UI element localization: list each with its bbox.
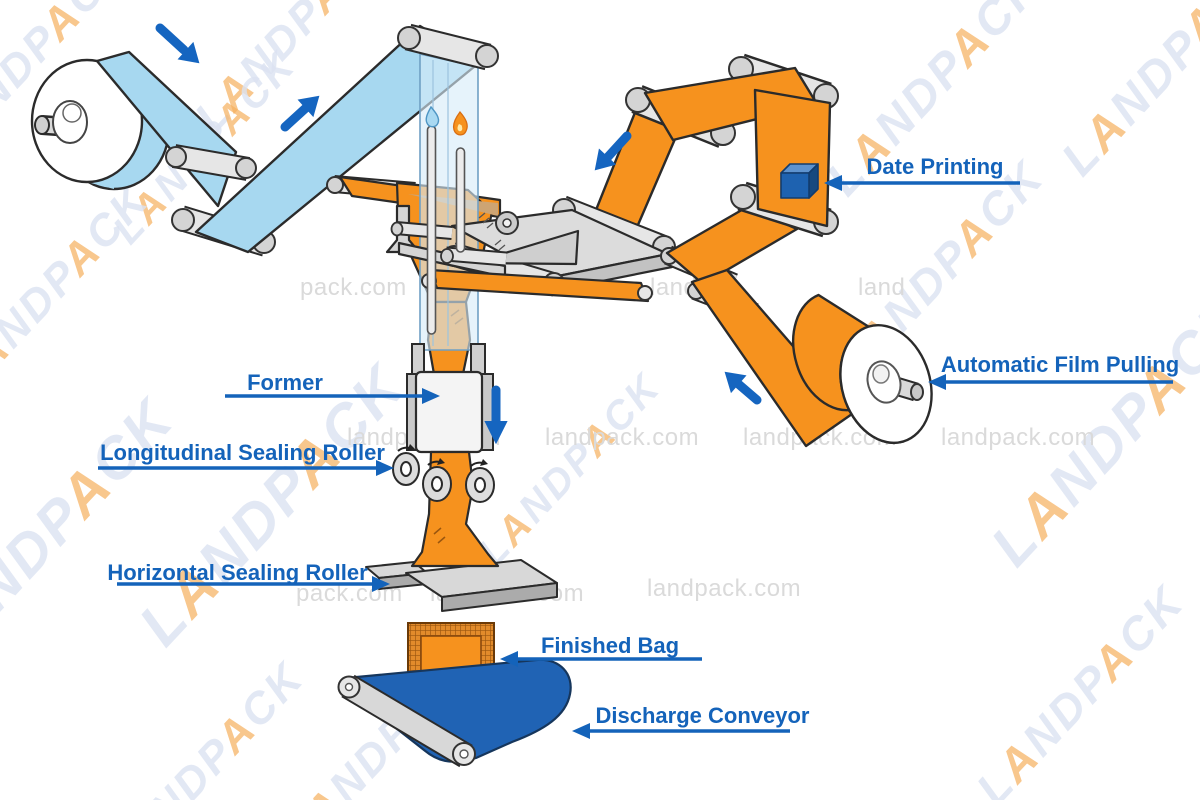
label-automatic-film-pulling: Automatic Film Pulling xyxy=(940,352,1180,377)
flame-icon xyxy=(453,110,468,136)
watermark-url: land xyxy=(858,274,906,301)
date-printer-cube xyxy=(780,163,819,199)
label-former: Former xyxy=(247,370,323,395)
former-collar xyxy=(406,343,494,454)
watermark-url: landpack.com xyxy=(545,424,700,451)
label-discharge-conveyor: Discharge Conveyor xyxy=(595,703,810,728)
label-finished-bag: Finished Bag xyxy=(540,633,680,658)
horizontal-sealing-roller-arrow xyxy=(117,576,390,592)
automatic-film-pulling-arrow xyxy=(928,374,1173,390)
flow-arrow-down-left xyxy=(594,131,632,171)
finished-bag-arrow xyxy=(500,651,702,667)
discharge-conveyor-arrow xyxy=(572,723,790,739)
orange-band-vertical xyxy=(753,88,832,228)
sealing-rods xyxy=(425,105,468,335)
flow-arrow-up-right xyxy=(280,95,320,132)
idler-roller-upper xyxy=(165,144,257,181)
sealing-base-plates xyxy=(365,559,558,612)
flow-arrow-down-right xyxy=(155,23,200,64)
water-drop-icon xyxy=(425,105,440,128)
platform-rod-lower xyxy=(440,246,507,267)
longitudinal-sealing-rollers xyxy=(392,444,495,503)
label-horizontal-sealing-roller: Horizontal Sealing Roller xyxy=(107,560,368,585)
flow-arrows xyxy=(155,23,762,445)
flow-arrow-down xyxy=(484,385,508,445)
label-arrows xyxy=(98,175,1173,739)
label-longitudinal-sealing-roller: Longitudinal Sealing Roller xyxy=(100,440,385,465)
conveyor-roller xyxy=(337,674,476,768)
label-date-printing: Date Printing xyxy=(866,154,1004,179)
watermark-url: landpack.com xyxy=(647,575,802,602)
watermark-url: pack.com xyxy=(300,274,407,301)
orange-film-roll xyxy=(792,293,933,445)
discharge-conveyor xyxy=(337,658,572,768)
top-guide-roller xyxy=(397,23,499,71)
platform-rod-upper xyxy=(390,221,453,240)
date-printing-arrow xyxy=(824,175,1020,191)
longitudinal-sealing-roller-arrow xyxy=(98,460,394,476)
orange-film-path xyxy=(625,53,933,448)
watermark-url: landpack.com xyxy=(941,424,1096,451)
former-arrow xyxy=(225,388,440,404)
flow-arrow-up-left xyxy=(724,371,762,405)
